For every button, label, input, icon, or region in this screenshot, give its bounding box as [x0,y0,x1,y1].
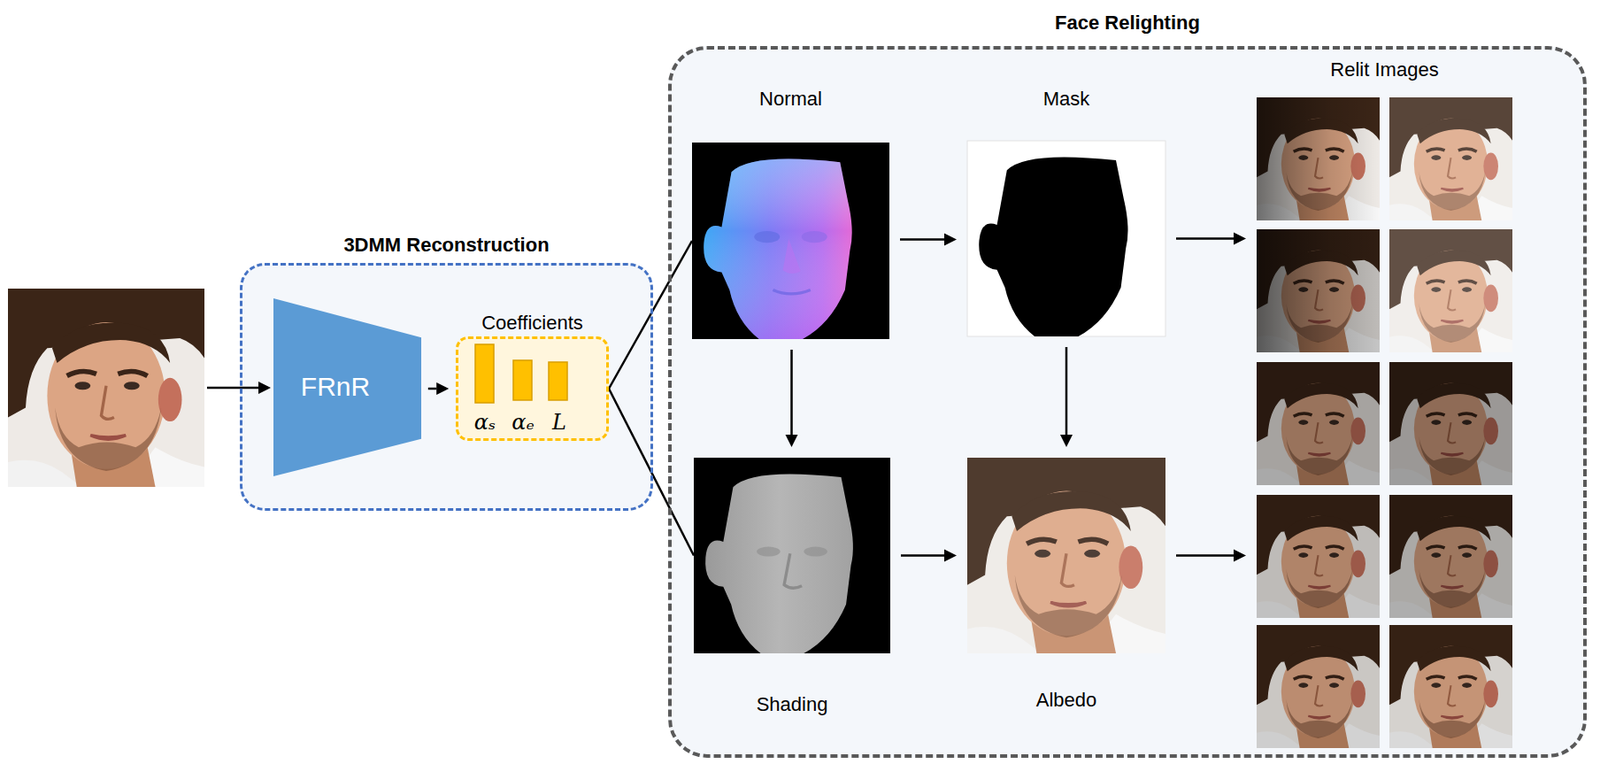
connector-arrow [900,549,957,562]
mask-image [967,140,1166,337]
input-arrow [207,381,271,394]
network-name: FRnR [300,370,370,403]
image-grid: Relit Images [1256,97,1513,748]
group-box: Face RelightingNormalMaskShadingAlbedoRe… [668,46,1587,758]
image-label: Mask [1043,87,1091,111]
coefficient-symbol: αₛ [474,409,496,436]
coefficient-bars [475,344,568,403]
coefficient-symbol: αₑ [511,409,535,436]
connector-arrow [1060,346,1073,447]
image-panel: Albedo [967,457,1166,654]
image-label: Shading [756,692,829,716]
group-title: Face Relighting [1054,11,1200,35]
connector-arrow [428,382,449,395]
network-block: FRnR [273,298,422,477]
box-heading: Coefficients [481,311,584,335]
relit-image-grid [1256,97,1513,748]
group-box: 3DMM ReconstructionFRnRCoefficientsαₛαₑL [239,262,654,511]
group-title: 3DMM Reconstruction [343,233,549,257]
input-photo [7,288,205,487]
albedo-image [967,457,1166,654]
connector-arrow [900,233,957,247]
coefficient-box: CoefficientsαₛαₑL [455,336,609,441]
image-label: Relit Images [1330,58,1439,82]
connector-arrow [1176,232,1247,246]
shading-image [693,457,891,654]
normal-map [692,142,890,339]
coefficient-symbol: L [552,409,567,436]
connector-arrow [785,349,799,447]
image-panel: Normal [692,142,890,339]
image-label: Normal [759,87,823,111]
image-panel: Shading [693,457,891,654]
image-panel: Mask [967,140,1166,337]
connector-arrow [1176,549,1247,562]
image-label: Albedo [1036,688,1098,712]
panel-background [239,46,1587,758]
